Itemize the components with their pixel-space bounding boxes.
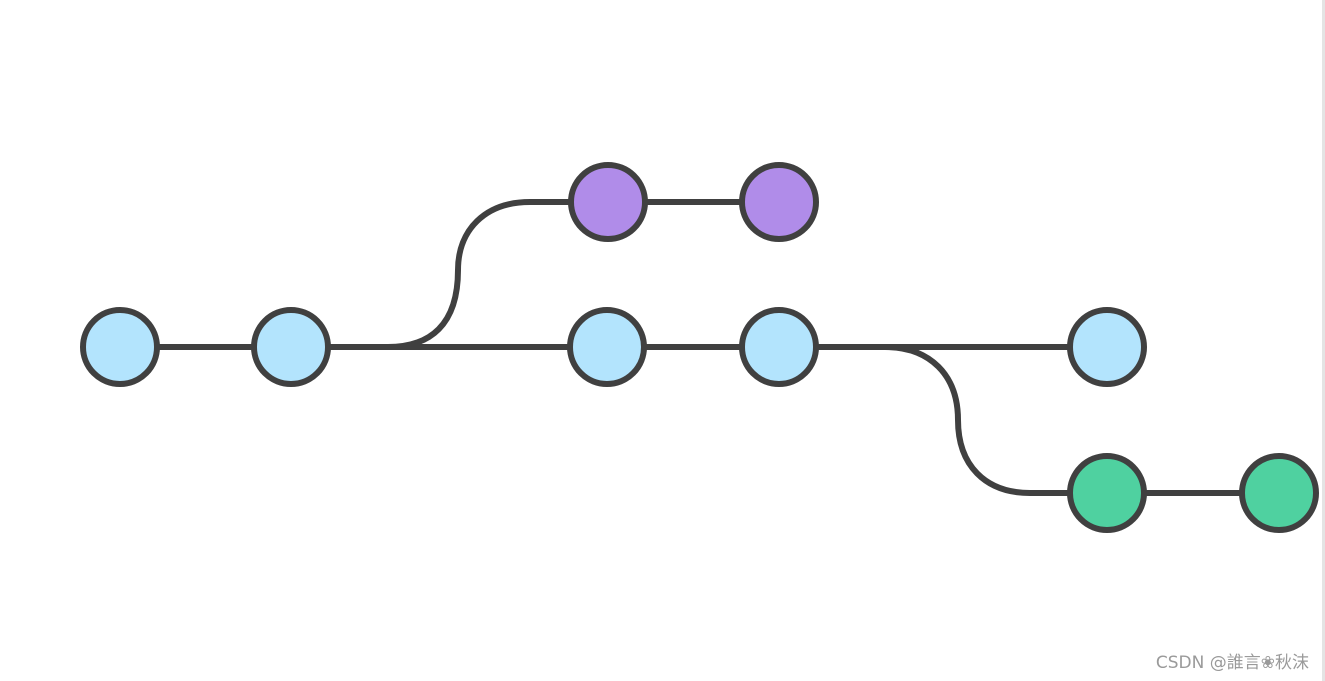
lower-branch-line — [882, 344, 1282, 496]
watermark-text: CSDN @誰言❀秋沫 — [1155, 653, 1309, 673]
commit-nodes — [80, 162, 1319, 533]
upper-branch-commit-node — [739, 162, 819, 242]
main-commit-node — [567, 307, 647, 387]
lower-branch-commit-node — [1067, 453, 1147, 533]
main-commit-node — [1067, 307, 1147, 387]
lower-branch-commit-node — [1239, 453, 1319, 533]
main-commit-node — [251, 307, 331, 387]
upper-branch-line — [385, 199, 782, 350]
main-commit-node — [80, 307, 160, 387]
main-commit-node — [739, 307, 819, 387]
right-edge-border — [1322, 0, 1325, 681]
upper-branch-commit-node — [568, 162, 648, 242]
